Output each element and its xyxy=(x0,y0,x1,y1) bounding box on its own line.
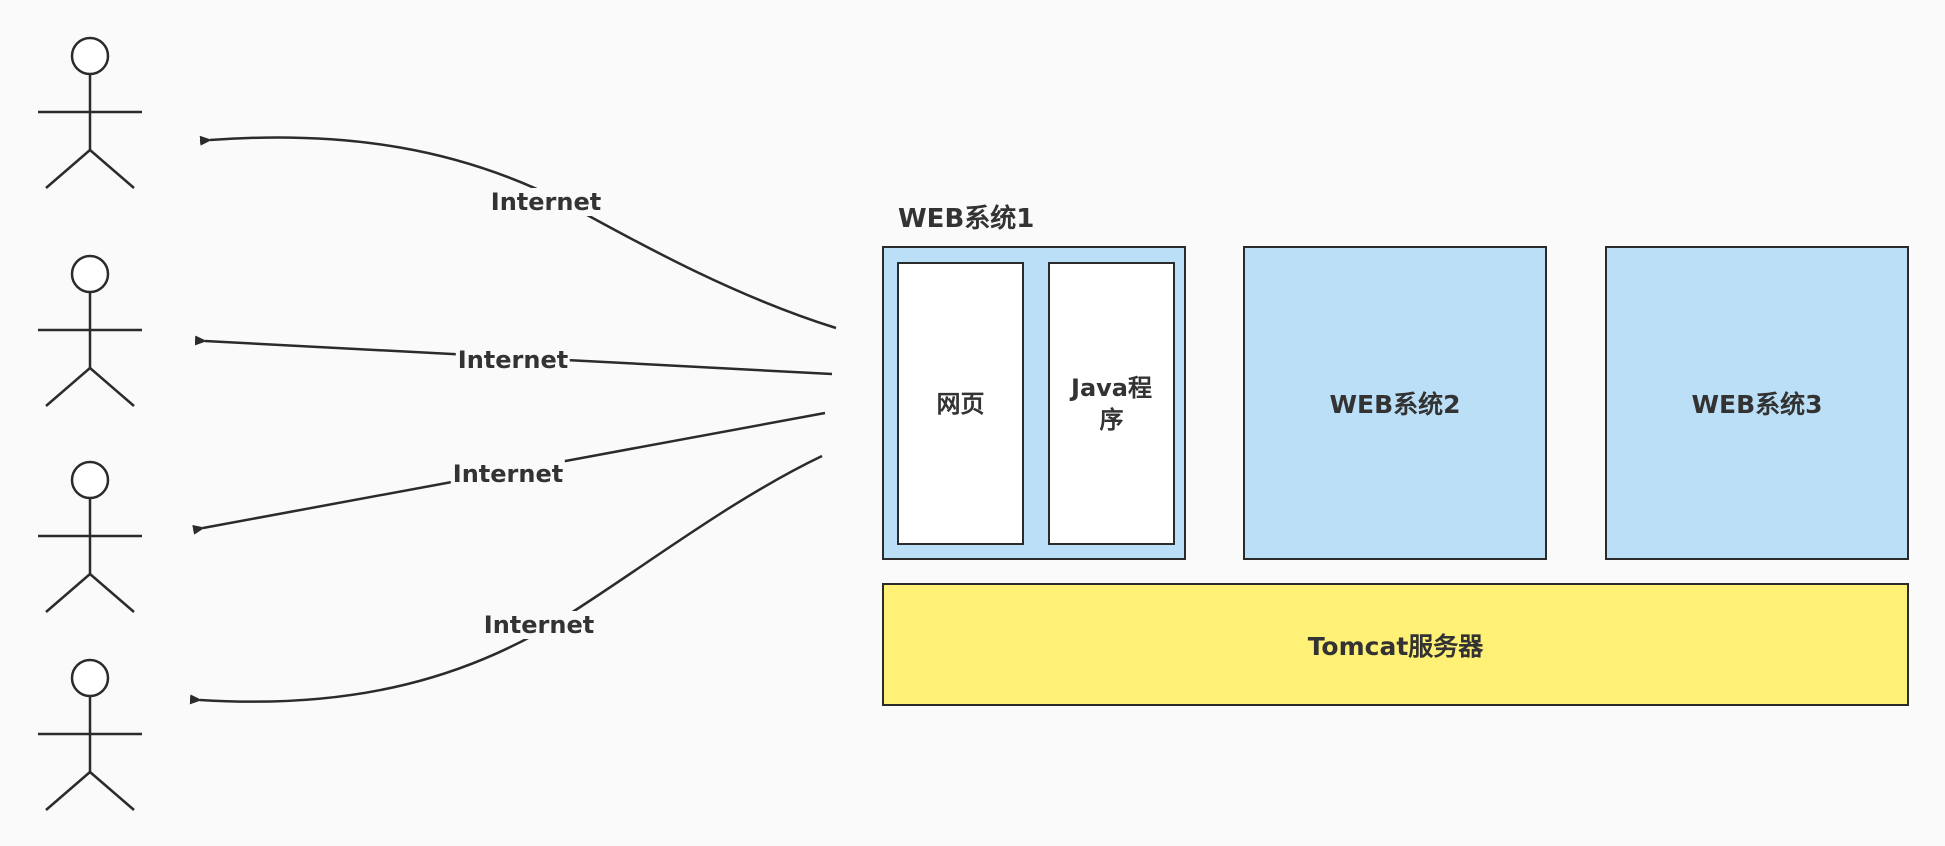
user-actor-3 xyxy=(38,460,142,613)
web-system-2-box: WEB系统2 xyxy=(1243,246,1547,560)
webpage-label: 网页 xyxy=(936,389,985,418)
webpage-box: 网页 xyxy=(897,262,1024,545)
internet-connector-1 xyxy=(199,135,837,330)
user-actor-1 xyxy=(38,36,142,189)
user-actor-4 xyxy=(38,658,142,811)
edge-label-internet-3: Internet xyxy=(450,460,566,488)
user-actor-2 xyxy=(38,254,142,407)
web-system-3-label: WEB系统3 xyxy=(1691,390,1823,419)
java-program-label: Java程 序 xyxy=(1071,373,1152,434)
java-program-box: Java程 序 xyxy=(1048,262,1175,545)
web-system-3-box: WEB系统3 xyxy=(1605,246,1909,560)
tomcat-server-box: Tomcat服务器 xyxy=(882,583,1909,706)
edge-label-internet-1: Internet xyxy=(488,188,604,216)
web-system-2-label: WEB系统2 xyxy=(1329,390,1461,419)
edge-label-internet-2: Internet xyxy=(455,346,571,374)
edge-label-internet-4: Internet xyxy=(481,611,597,639)
internet-connector-4 xyxy=(189,454,823,705)
web-system-1-title: WEB系统1 xyxy=(898,204,1035,234)
tomcat-server-label: Tomcat服务器 xyxy=(1307,631,1484,661)
